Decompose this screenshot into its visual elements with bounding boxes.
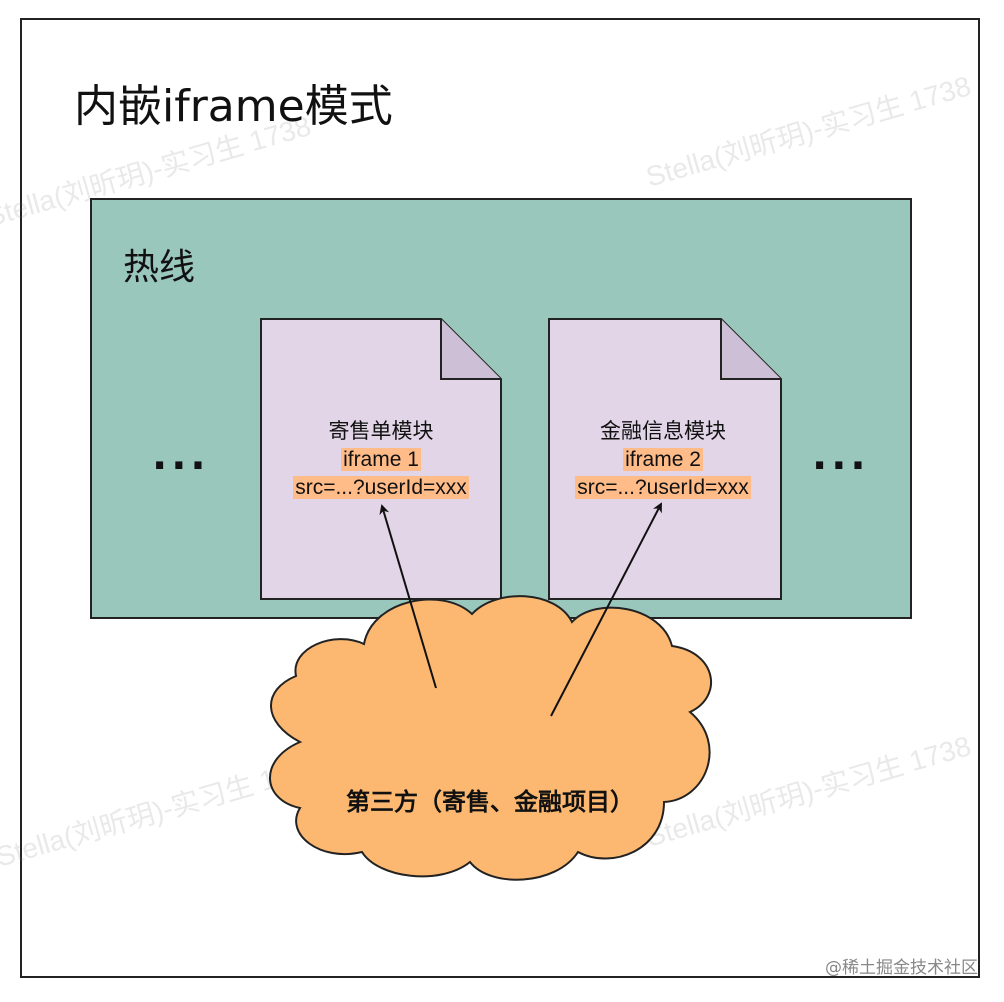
diagram-title: 内嵌iframe模式 [74, 81, 393, 132]
third-party-cloud [269, 595, 713, 881]
document-fold-2 [720, 319, 781, 380]
right-ellipsis: ... [812, 433, 870, 479]
arrow-to-iframe-1 [379, 504, 437, 689]
hotline-label: 热线 [123, 247, 196, 288]
module-1-text: 寄售单模块 iframe 1 src=...?userId=xxx [261, 418, 501, 502]
document-fold-1 [440, 319, 501, 380]
left-ellipsis: ... [152, 433, 210, 479]
module-1-src: src=...?userId=xxx [293, 476, 469, 499]
arrow-to-iframe-2 [550, 502, 662, 717]
module-2-frame: iframe 2 [623, 448, 703, 471]
footer-credit: @稀土掘金技术社区 [825, 958, 978, 978]
module-2-src: src=...?userId=xxx [575, 476, 751, 499]
module-2-name: 金融信息模块 [600, 420, 726, 443]
module-1-frame: iframe 1 [341, 448, 421, 471]
module-2-text: 金融信息模块 iframe 2 src=...?userId=xxx [545, 418, 781, 502]
cloud-label: 第三方（寄售、金融项目） [346, 788, 634, 816]
module-1-name: 寄售单模块 [328, 420, 434, 443]
